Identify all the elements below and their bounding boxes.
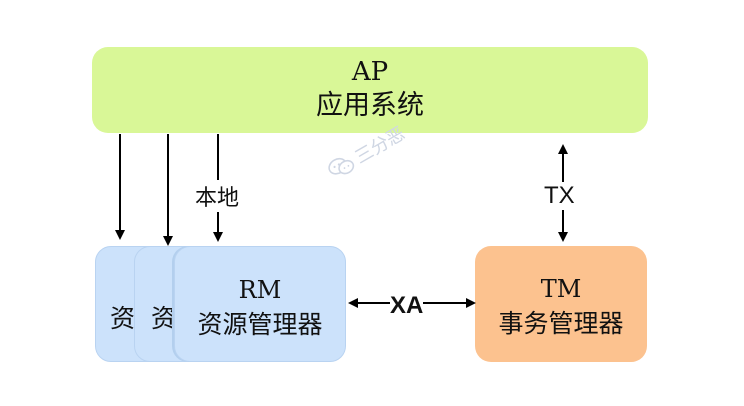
- tm-title: TM: [540, 275, 582, 303]
- edge-label-local: 本地: [193, 180, 242, 212]
- rm-title: RM: [238, 276, 282, 304]
- tm-node: TM 事务管理器: [475, 246, 647, 362]
- edge-label-xa: XA: [390, 292, 424, 320]
- wechat-icon: [328, 157, 355, 175]
- tm-subtitle: 事务管理器: [498, 309, 624, 338]
- ap-subtitle: 应用系统: [316, 90, 424, 121]
- edge-label-tx: TX: [543, 182, 576, 210]
- rm-back-1-label: 资: [110, 304, 136, 333]
- ap-title: AP: [351, 57, 389, 87]
- rm-subtitle: 资源管理器: [197, 310, 323, 339]
- ap-node: AP 应用系统: [92, 47, 648, 133]
- rm-back-2-label: 资: [151, 304, 177, 333]
- rm-node: RM 资源管理器: [174, 246, 346, 362]
- watermark: 三分恶: [324, 120, 410, 185]
